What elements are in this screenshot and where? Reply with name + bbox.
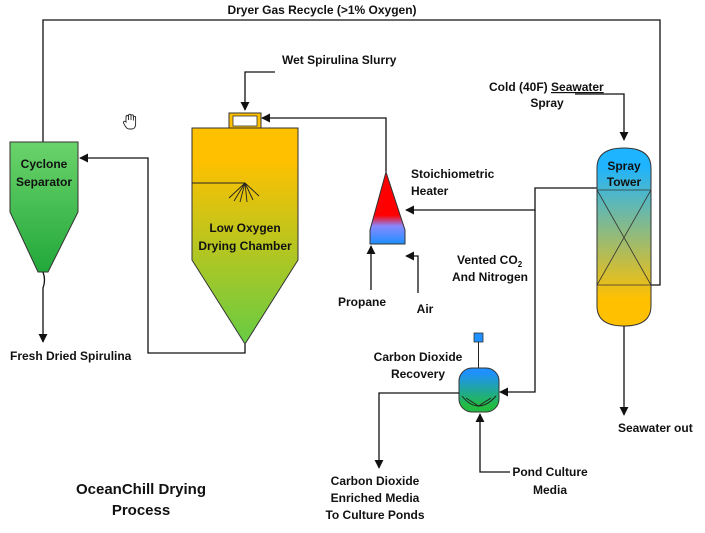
chamber-to-cyclone-line <box>79 153 246 354</box>
chamber-label-1: Low Oxygen <box>209 221 280 235</box>
propane-label: Propane <box>338 295 386 309</box>
co2-media-label-2: Enriched Media <box>331 491 420 505</box>
tower-label-2: Tower <box>607 175 642 189</box>
pond-media-line <box>475 413 510 473</box>
seawater-out-label: Seawater out <box>618 421 693 435</box>
air-label: Air <box>417 302 434 316</box>
co2-recovery-vessel <box>458 332 500 413</box>
co2-recovery-label-1: Carbon Dioxide <box>374 350 463 364</box>
pond-label-2: Media <box>533 483 567 497</box>
tower-label-1: Spray <box>607 159 641 173</box>
vented-label-1: Vented CO2 <box>457 253 523 269</box>
co2-recovery-label-2: Recovery <box>391 367 445 381</box>
tower-to-heater-line <box>405 187 597 215</box>
cyclone-label-2: Separator <box>16 175 72 189</box>
spray-label: Spray <box>530 96 564 110</box>
fresh-dried-label: Fresh Dried Spirulina <box>10 349 132 363</box>
slurry-feed-line <box>240 71 275 111</box>
vented-label-2: And Nitrogen <box>452 270 528 284</box>
pond-label-1: Pond Culture <box>512 465 588 479</box>
co2-media-label-3: To Culture Ponds <box>325 508 424 522</box>
cold-seawater-label: Cold (40F) Seawater <box>489 80 604 94</box>
product-out-line <box>38 271 48 343</box>
co2-media-label-1: Carbon Dioxide <box>331 474 420 488</box>
diagram-title-2: Process <box>112 502 170 519</box>
heater-label-2: Heater <box>411 184 449 198</box>
air-line <box>405 251 419 293</box>
enriched-media-line <box>374 392 459 469</box>
recycle-label: Dryer Gas Recycle (>1% Oxygen) <box>227 3 416 17</box>
cyclone-label-1: Cyclone <box>21 157 68 171</box>
vent-to-recovery-line <box>499 210 536 397</box>
heater-to-chamber-line <box>261 113 387 172</box>
seawater-feed-line <box>575 93 629 141</box>
hand-cursor-icon <box>122 113 137 130</box>
diagram-title-1: OceanChill Drying <box>76 481 206 498</box>
wet-slurry-label: Wet Spirulina Slurry <box>282 53 397 67</box>
drying-chamber: Low Oxygen Drying Chamber <box>191 112 299 345</box>
heater-label-1: Stoichiometric <box>411 167 495 181</box>
spray-tower: Spray Tower <box>596 147 652 327</box>
spray-nozzle-icon <box>192 182 260 203</box>
stoichiometric-heater: Stoichiometric Heater <box>369 167 495 245</box>
motor-icon <box>473 332 484 343</box>
cyclone-separator: Cyclone Separator <box>9 141 79 273</box>
chamber-label-2: Drying Chamber <box>198 239 292 253</box>
